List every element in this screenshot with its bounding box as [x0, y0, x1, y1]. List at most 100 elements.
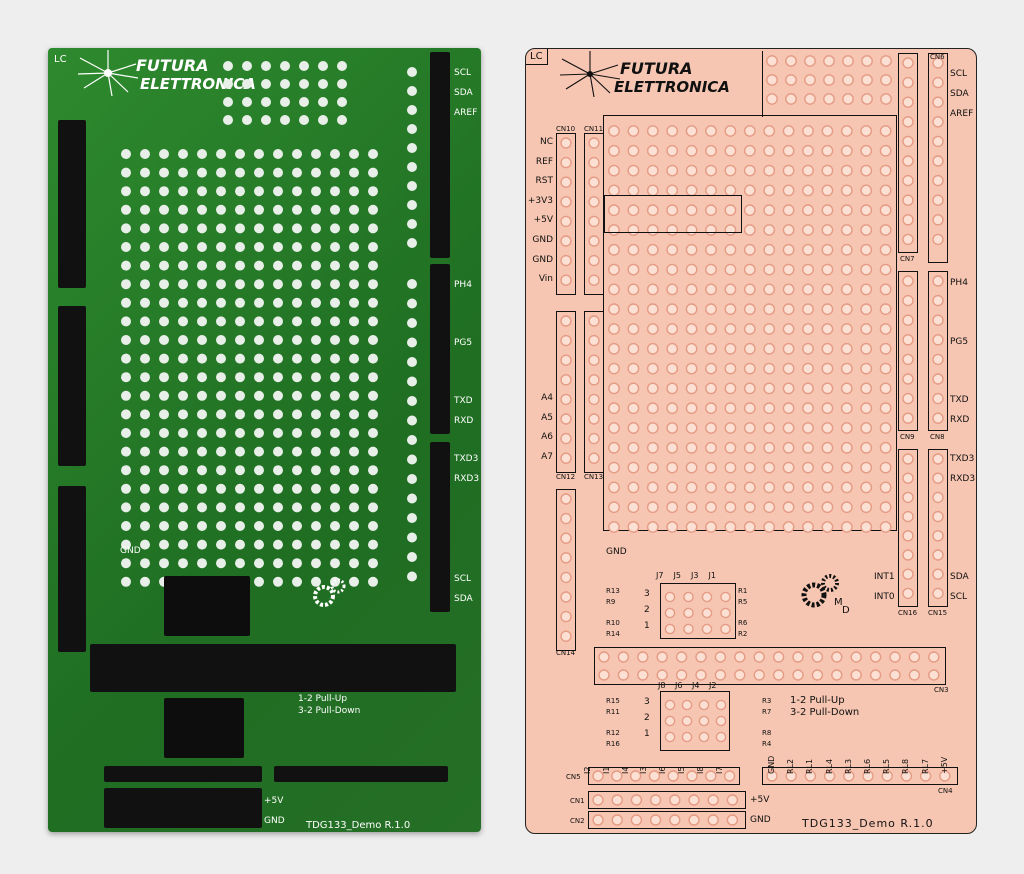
label-gnd-proto: GND: [606, 547, 627, 557]
rBot-5: R7: [762, 708, 772, 716]
cn7-outline: [898, 53, 918, 253]
leftLabels-3: +3V3: [527, 195, 553, 206]
rBot-3: R16: [606, 740, 620, 748]
leftLabels-2: RST: [535, 176, 553, 187]
layout-corner-label: LC: [526, 49, 548, 65]
jTopPins-0: 3: [644, 589, 650, 599]
cn1-outline: [588, 791, 746, 809]
cn2-label: CN2: [570, 817, 585, 825]
cn13-label: CN13: [584, 473, 604, 481]
jBotPins-2: 1: [644, 729, 650, 739]
jTopLabels-1: J5: [673, 571, 681, 580]
label-scl: SCL: [950, 69, 968, 79]
photo-jumper-block-top: [164, 576, 250, 636]
photo-label-sda2: SDA: [454, 594, 473, 604]
rTop-5: R5: [738, 598, 748, 606]
cn16-outline: [898, 449, 918, 607]
cn8-outline: [928, 271, 948, 431]
leftLabels-0: NC: [539, 137, 553, 147]
rTop-3: R14: [606, 630, 620, 638]
svg-text:D: D: [842, 605, 850, 615]
rTop-2: R10: [606, 619, 620, 627]
jumper-block-top: [660, 583, 736, 639]
photo-label-txd: TXD: [454, 396, 473, 406]
cn2-outline: [588, 811, 746, 829]
photo-label-aref: AREF: [454, 108, 478, 118]
rTop-1: R9: [606, 598, 616, 606]
label-txd3: TXD3: [950, 454, 975, 464]
leftLabels-6: GND: [532, 254, 553, 265]
photo-label-5v: +5V: [264, 796, 284, 806]
proto-top-notch: [762, 51, 896, 117]
board-photo: LC FUTURA ELETTRONICA SCL SDA AREF PH4 P…: [48, 48, 481, 832]
cn12-label: CN12: [556, 473, 576, 481]
label-pullup: 1-2 Pull-Up: [790, 695, 845, 706]
layout-starburst-icon: [560, 51, 620, 97]
cn15-label: CN15: [928, 609, 948, 617]
jTopLabels-0: J7: [656, 571, 664, 580]
label-pg5: PG5: [950, 337, 969, 347]
cn15-outline: [928, 449, 948, 607]
leftLabels-5: GND: [532, 235, 553, 245]
label-sda: SDA: [950, 89, 969, 99]
photo-header-right-mid: [430, 264, 450, 434]
photo-starburst-icon: [78, 50, 138, 96]
photo-header-analog: [58, 306, 86, 466]
photo-label-sda: SDA: [454, 88, 473, 98]
cn10-outline: [556, 133, 576, 295]
jBotLabels-3: J2: [709, 681, 717, 690]
jTopPins-1: 2: [644, 605, 650, 615]
analogLabels-0: A4: [541, 393, 553, 403]
rTop-7: R2: [738, 630, 748, 638]
cn9-label: CN9: [900, 433, 915, 441]
leftLabels-4: +5V: [533, 215, 553, 226]
photo-label-rxd3: RXD3: [454, 474, 480, 484]
jTopLabels-2: J3: [691, 571, 699, 580]
photo-label-pullup: 1-2 Pull-Up: [298, 694, 348, 704]
layout-brand-line1: FUTURA: [620, 59, 693, 78]
cn4-label: CN4: [938, 787, 953, 795]
cn14-label: CN14: [556, 649, 576, 657]
photo-header-power: [58, 120, 86, 288]
label-5v-bottom: +5V: [750, 795, 770, 805]
label-sda2: SDA: [950, 572, 969, 582]
cn5-label: CN5: [566, 773, 581, 781]
rTop-0: R13: [606, 587, 620, 595]
label-rxd3: RXD3: [950, 474, 976, 484]
jTopPins-2: 1: [644, 621, 650, 631]
cn5-outline: [588, 767, 740, 785]
leftLabels-7: Vin: [538, 274, 553, 285]
jBotPins-0: 3: [644, 697, 650, 707]
rBot-4: R3: [762, 697, 772, 705]
photo-header-cn1-cn2: [104, 788, 262, 828]
photo-jumper-block-bottom: [164, 698, 244, 758]
cn9-outline: [898, 271, 918, 431]
layout-brand-line2: ELETTRONICA: [614, 78, 730, 96]
bus-3v3-5v-outline: [604, 195, 742, 233]
analogLabels-2: A6: [541, 432, 553, 443]
cn4-outline: [762, 767, 958, 785]
layout-board-name: TDG133_Demo R.1.0: [802, 817, 934, 830]
photo-label-gnd: GND: [120, 546, 141, 556]
photo-label-ph4: PH4: [454, 280, 472, 290]
label-pulldown: 3-2 Pull-Down: [790, 707, 860, 718]
cn6-outline: [928, 53, 948, 263]
analogLabels-1: A5: [541, 412, 553, 423]
cn13-outline: [584, 311, 604, 473]
photo-header-right-low: [430, 442, 450, 612]
rTop-6: R6: [738, 619, 748, 627]
rTop-4: R1: [738, 587, 748, 595]
label-int1: INT1: [874, 572, 895, 582]
label-ph4: PH4: [950, 278, 968, 288]
cn14-outline: [556, 489, 576, 651]
cn11-outline: [584, 133, 604, 295]
cn8-label: CN8: [930, 433, 945, 441]
photo-brand-line1: FUTURA: [136, 56, 209, 75]
jBotLabels-0: J8: [658, 681, 666, 690]
photo-gear-icon: [313, 578, 346, 607]
photo-header-cn5: [104, 766, 262, 782]
photo-label-pg5: PG5: [454, 338, 473, 348]
jBotLabels-2: J4: [692, 681, 700, 690]
svg-text:M: M: [834, 597, 843, 608]
jumper-block-bottom: [660, 691, 730, 751]
